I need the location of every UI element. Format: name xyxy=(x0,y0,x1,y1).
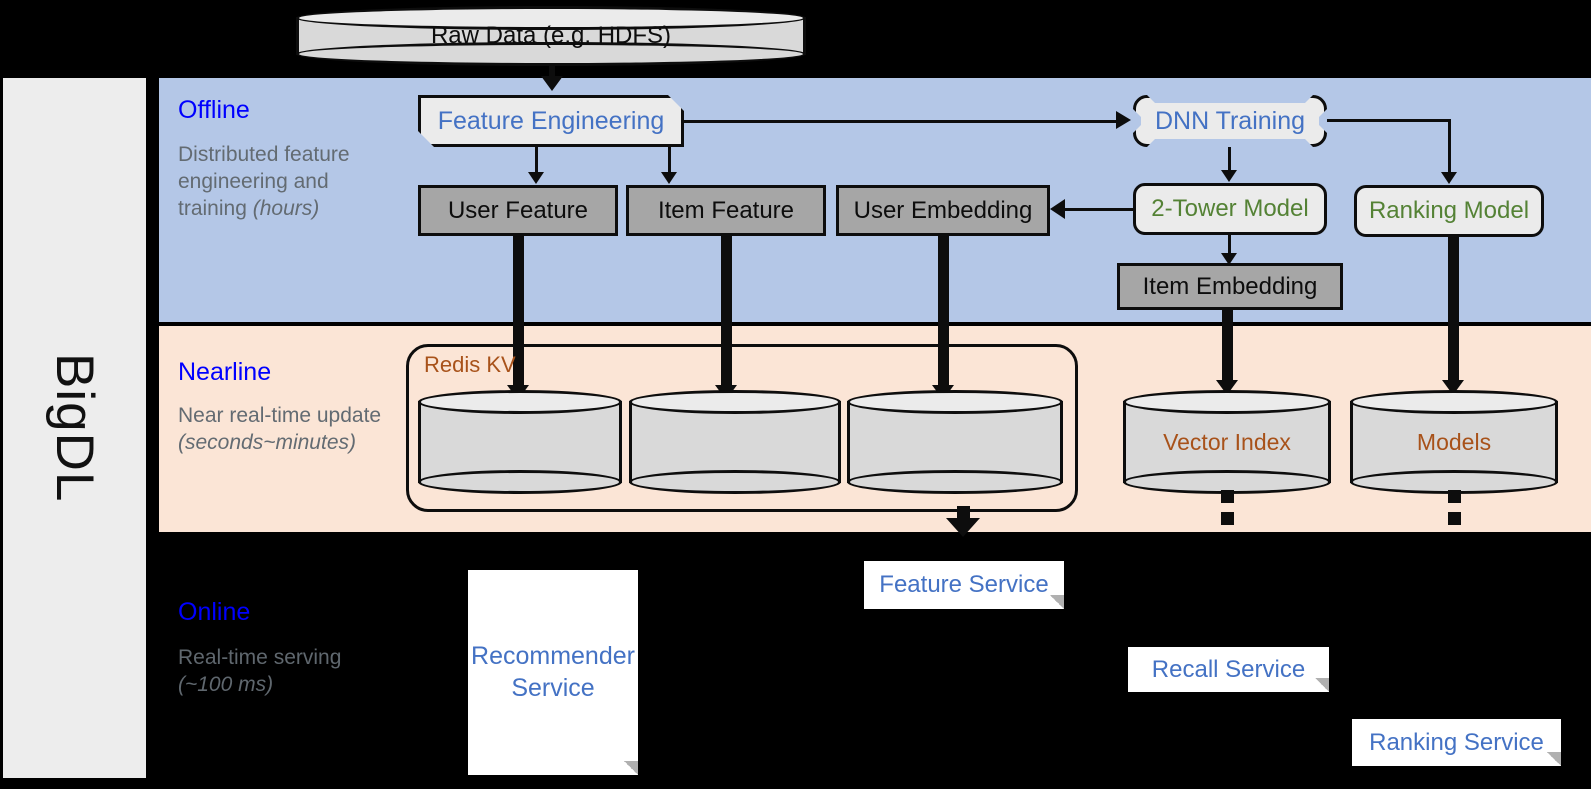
models-cylinder[interactable]: Models xyxy=(1350,390,1558,494)
pipe-ranking-model-to-models xyxy=(1448,236,1459,386)
stub-redis-to-feature-service xyxy=(957,506,970,519)
bigdl-label: BigDL xyxy=(45,353,104,503)
node-ranking-model[interactable]: Ranking Model xyxy=(1354,185,1544,237)
connector-rawdata-to-fe xyxy=(549,66,555,80)
band-title-offline: Offline xyxy=(178,96,250,124)
raw-data-label: Raw Data (e.g. HDFS) xyxy=(430,22,672,49)
connector-dnn-to-ranking-v xyxy=(1448,119,1451,177)
stub-vector-index-to-recall-service-a xyxy=(1221,490,1234,503)
band-subtitle-online-main: Real-time serving xyxy=(178,646,342,669)
pipe-user-feature-to-store xyxy=(513,236,524,391)
pipe-user-embedding-to-store xyxy=(938,236,949,391)
node-item-embedding[interactable]: Item Embedding xyxy=(1117,263,1343,310)
pipe-item-feature-to-store xyxy=(721,236,732,391)
node-recommender-service[interactable]: Recommender Service xyxy=(468,570,638,775)
node-feature-service-label: Feature Service xyxy=(879,571,1049,598)
node-dnn-training-label: DNN Training xyxy=(1154,106,1306,135)
cylinder-top xyxy=(296,6,806,30)
band-subtitle-nearline: Near real-time update (seconds~minutes) xyxy=(178,403,393,457)
connector-two-tower-to-user-embedding xyxy=(1065,208,1135,211)
arrowhead-two-tower-to-item-embedding xyxy=(1221,253,1237,265)
node-ranking-model-label: Ranking Model xyxy=(1368,197,1530,224)
connector-dnn-to-two-tower xyxy=(1228,147,1231,175)
arrowhead-fe-to-user-feature xyxy=(528,172,544,184)
arrowhead-dnn-to-ranking xyxy=(1441,172,1457,184)
cylinder-top xyxy=(847,390,1063,414)
band-title-nearline: Nearline xyxy=(178,358,272,386)
bigdl-framework-rail: BigDL xyxy=(3,78,146,778)
cylinder-body xyxy=(418,401,622,483)
node-ranking-service[interactable]: Ranking Service xyxy=(1352,719,1561,766)
store-user-embedding-cylinder[interactable] xyxy=(847,390,1063,494)
band-subtitle-online-em: (~100 ms) xyxy=(178,672,274,696)
node-ranking-service-label: Ranking Service xyxy=(1369,728,1544,756)
page-fold-icon xyxy=(1315,678,1329,692)
node-feature-service[interactable]: Feature Service xyxy=(864,561,1064,609)
raw-data-cylinder: Raw Data (e.g. HDFS) xyxy=(296,6,806,66)
cylinder-top xyxy=(418,390,622,414)
arrowhead-fe-to-dnn xyxy=(1116,111,1131,129)
store-user-feature-label xyxy=(418,390,622,494)
vector-index-label: Vector Index xyxy=(1163,428,1291,455)
node-recall-service[interactable]: Recall Service xyxy=(1128,647,1329,692)
store-user-feature-cylinder[interactable] xyxy=(418,390,622,494)
connector-two-tower-to-item-embedding xyxy=(1228,235,1231,261)
node-recommender-service-label: Recommender Service xyxy=(471,642,635,702)
stub-models-to-ranking-service-b xyxy=(1448,512,1461,525)
cylinder-bottom xyxy=(296,42,806,66)
connector-fe-to-item-feature xyxy=(668,147,671,175)
arrowhead-fe-to-item-feature xyxy=(661,172,677,184)
node-recall-service-label: Recall Service xyxy=(1151,655,1306,683)
store-item-feature-cylinder[interactable] xyxy=(629,390,841,494)
cylinder-bottom xyxy=(847,470,1063,494)
node-user-feature-label: User Feature xyxy=(447,196,589,224)
arrowhead-rawdata-to-fe xyxy=(541,76,563,91)
redis-kv-label: Redis KV xyxy=(424,352,516,377)
node-user-embedding[interactable]: User Embedding xyxy=(836,185,1050,236)
node-two-tower-model-label: 2-Tower Model xyxy=(1151,195,1309,222)
cylinder-bottom xyxy=(629,470,841,494)
band-subtitle-offline-em: (hours) xyxy=(252,196,320,220)
node-feature-engineering-label: Feature Engineering xyxy=(437,106,665,135)
cylinder-top xyxy=(629,390,841,414)
node-feature-engineering[interactable]: Feature Engineering xyxy=(418,95,684,147)
connector-dnn-to-ranking-h xyxy=(1327,119,1451,122)
band-title-online: Online xyxy=(178,598,251,626)
models-label: Models xyxy=(1416,428,1492,455)
pipe-item-embedding-to-vector-index xyxy=(1222,310,1233,385)
band-subtitle-online: Real-time serving (~100 ms) xyxy=(178,645,393,699)
stub-vector-index-to-recall-service-b xyxy=(1221,512,1234,525)
node-user-feature[interactable]: User Feature xyxy=(418,185,618,236)
cylinder-bottom xyxy=(418,470,622,494)
stub-models-to-ranking-service-a xyxy=(1448,490,1461,503)
arrowhead-dnn-to-two-tower xyxy=(1221,170,1237,182)
page-fold-icon xyxy=(1050,595,1064,609)
connector-fe-to-dnn xyxy=(684,120,1116,123)
band-subtitle-nearline-main: Near real-time update xyxy=(178,404,382,427)
arrowhead-two-tower-to-user-embedding xyxy=(1050,199,1065,219)
band-subtitle-offline: Distributed feature engineering and trai… xyxy=(178,142,393,223)
node-user-embedding-label: User Embedding xyxy=(853,196,1033,224)
node-item-feature[interactable]: Item Feature xyxy=(626,185,826,236)
cylinder-top xyxy=(1123,390,1331,414)
node-item-feature-label: Item Feature xyxy=(657,196,795,224)
page-fold-icon xyxy=(624,761,638,775)
redis-kv-group xyxy=(406,344,1078,512)
store-user-embedding-label xyxy=(847,390,1063,494)
page-fold-icon xyxy=(1547,752,1561,766)
band-subtitle-nearline-em: (seconds~minutes) xyxy=(178,430,356,454)
store-item-feature-label xyxy=(629,390,841,494)
cylinder-top xyxy=(1350,390,1558,414)
arrowhead-redis-to-feature-service xyxy=(946,518,980,537)
band-subtitle-offline-main: Distributed feature engineering and trai… xyxy=(178,143,350,220)
node-item-embedding-label: Item Embedding xyxy=(1142,272,1318,300)
node-two-tower-model[interactable]: 2-Tower Model xyxy=(1133,183,1327,235)
vector-index-cylinder[interactable]: Vector Index xyxy=(1123,390,1331,494)
connector-fe-to-user-feature xyxy=(535,147,538,175)
